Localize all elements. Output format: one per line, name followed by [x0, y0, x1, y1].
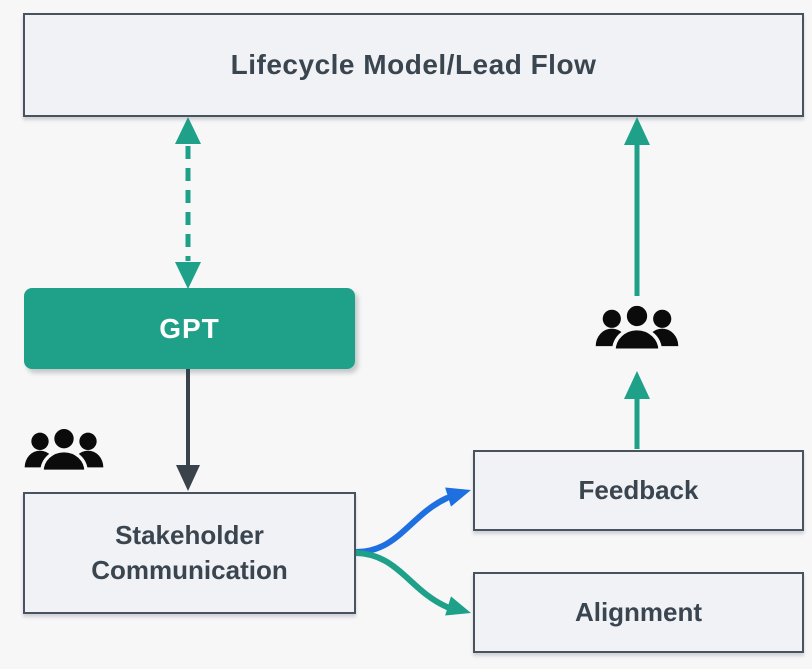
alignment-label: Alignment: [574, 597, 703, 627]
feedback-label: Feedback: [578, 475, 699, 505]
lifecycle-model-box: Lifecycle Model/Lead Flow: [23, 13, 804, 117]
stakeholder-communication-box: Stakeholder Communication: [23, 492, 356, 614]
gpt-box: GPT: [24, 288, 355, 369]
people-group-icon-right: [595, 302, 679, 353]
gpt-stakeholder-arrow: [176, 369, 200, 491]
feedback-box: Feedback: [473, 450, 804, 531]
gpt-label: GPT: [159, 312, 220, 344]
lifecycle-gpt-dashed-arrow: [175, 117, 201, 289]
people-lifecycle-arrow: [624, 117, 650, 296]
stakeholder-feedback-curve: [353, 487, 471, 555]
stakeholder-communication-label: Stakeholder Communication: [91, 519, 288, 585]
lifecycle-model-label: Lifecycle Model/Lead Flow: [230, 49, 597, 80]
people-group-icon-left: [24, 425, 104, 473]
feedback-people-arrow: [624, 371, 650, 449]
alignment-box: Alignment: [473, 572, 804, 653]
stakeholder-alignment-curve: [353, 550, 471, 616]
